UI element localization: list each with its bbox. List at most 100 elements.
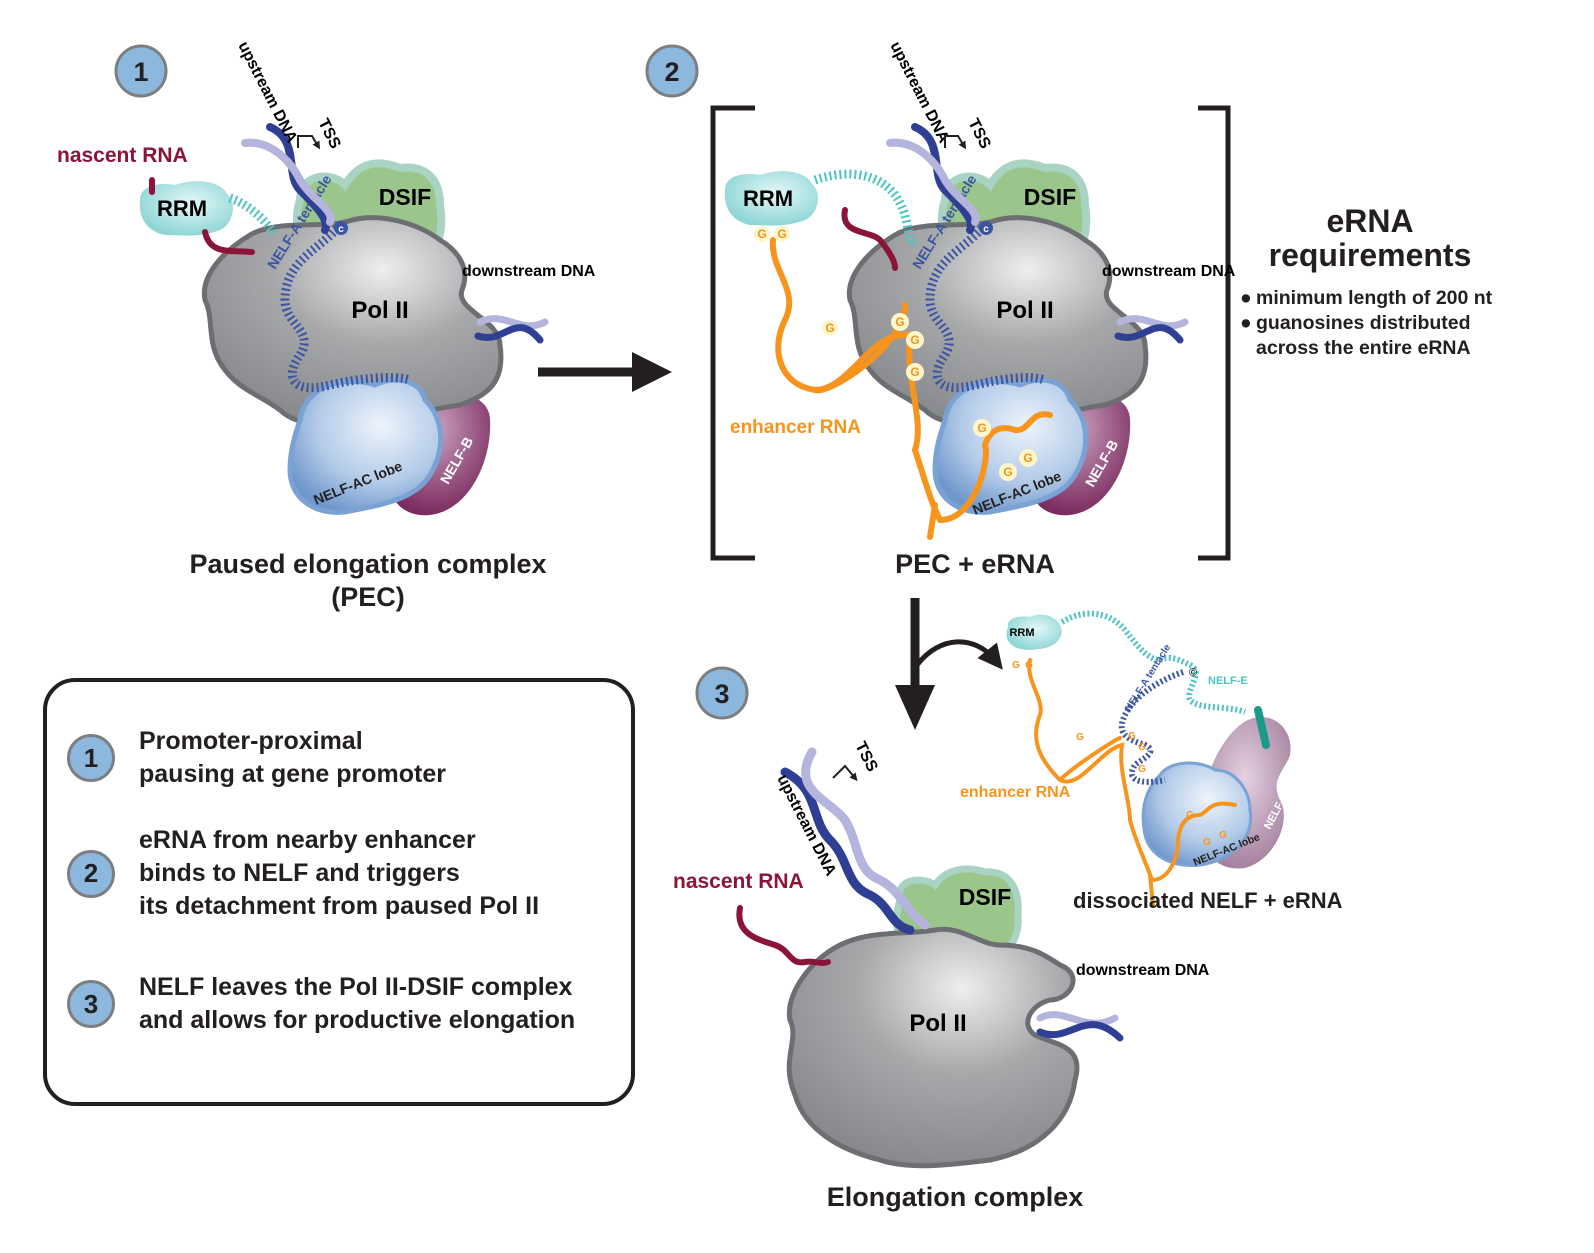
nelf-e-label: NELF-E xyxy=(1208,675,1248,687)
downstream-dna-label: downstream DNA xyxy=(1076,962,1210,979)
svg-text:G: G xyxy=(1128,731,1136,742)
svg-text:G: G xyxy=(1076,732,1084,743)
svg-text:G: G xyxy=(757,227,766,241)
enhancer-rna-strand xyxy=(1027,658,1237,907)
svg-text:G: G xyxy=(1025,660,1033,671)
dissociated-nelf-erna: NELF-B NELF-AC lobe RRM NELF-E © NELF-A … xyxy=(960,610,1292,907)
transition-arrow-2-to-3 xyxy=(895,598,1003,730)
svg-text:G: G xyxy=(1023,451,1032,465)
bullet-icon: ● xyxy=(1240,287,1252,309)
svg-text:G: G xyxy=(895,315,904,329)
legend-item-1: 1 Promoter-proximal pausing at gene prom… xyxy=(67,725,446,791)
step-badge: 3 xyxy=(67,980,115,1028)
downstream-dna-helix xyxy=(474,315,549,344)
erna-requirements-title: eRNA requirements xyxy=(1260,204,1480,272)
guanosine-marker xyxy=(891,313,909,331)
legend-line: Promoter-proximal xyxy=(139,727,363,755)
nelf-e-linker xyxy=(228,193,279,238)
step-badge: 2 xyxy=(67,849,115,898)
panel-1-paused-elongation-complex: 1 DSIF Pol II NELF-AC lobe NELF-B c NELF… xyxy=(57,39,596,516)
legend-line: pausing at gene promoter xyxy=(139,760,446,788)
guanosine-markers: G G G G G G G G G xyxy=(1012,660,1227,848)
requirement-text: minimum length of 200 nt xyxy=(1256,287,1493,309)
svg-text:c: c xyxy=(338,224,344,235)
svg-text:G: G xyxy=(1203,837,1211,848)
downstream-dna-helix xyxy=(1114,315,1189,344)
c-terminus-marker xyxy=(979,221,993,235)
nelf-e-linker xyxy=(813,169,919,249)
upstream-dna-helix xyxy=(780,747,930,935)
title-line: requirements xyxy=(1268,237,1472,273)
step-legend-box: 1 Promoter-proximal pausing at gene prom… xyxy=(43,678,635,1106)
tss-arrow: TSS xyxy=(944,116,994,152)
guanosine-markers: G G G G G G G G G xyxy=(754,226,1037,481)
enhancer-rna-label: enhancer RNA xyxy=(960,784,1071,801)
svg-text:G: G xyxy=(1186,810,1194,821)
caption-line: (PEC) xyxy=(331,582,405,612)
step-badge-2: 2 xyxy=(645,44,699,98)
transition-arrow-1-to-2 xyxy=(538,352,672,392)
pol2-label: Pol II xyxy=(909,1010,966,1037)
legend-line: and allows for productive elongation xyxy=(139,1006,576,1034)
dsif-label: DSIF xyxy=(959,884,1011,910)
rrm-label: RRM xyxy=(1009,627,1034,639)
requirement-item: ● guanosines distributed xyxy=(1240,311,1492,336)
svg-text:G: G xyxy=(1012,660,1020,671)
left-bracket xyxy=(710,105,755,561)
panel-3-elongation-complex: 3 DSIF Pol II nascent RNA upstream DNA T… xyxy=(673,666,1210,1169)
legend-item-2: 2 eRNA from nearby enhancer binds to NEL… xyxy=(67,824,539,923)
guanosine-marker xyxy=(822,320,838,336)
caption-elongation-complex: Elongation complex xyxy=(826,1182,1084,1212)
svg-text:c: c xyxy=(983,224,989,235)
panel-2-pec-plus-erna: 2 DSIF Pol II NELF-AC lobe NELF-B c NELF… xyxy=(645,39,1236,561)
c-terminus-marker xyxy=(334,221,348,235)
pol2-shape xyxy=(786,926,1080,1169)
pol2-label: Pol II xyxy=(351,297,408,324)
rrm-shape xyxy=(139,181,234,236)
requirement-item-continuation: across the entire eRNA xyxy=(1240,336,1492,361)
svg-text:2: 2 xyxy=(664,57,679,87)
legend-line: binds to NELF and triggers xyxy=(139,859,460,887)
legend-line: its detachment from paused Pol II xyxy=(139,892,540,920)
legend-line: eRNA from nearby enhancer xyxy=(139,826,476,854)
nascent-rna-strand xyxy=(736,905,831,966)
c-terminus-marker: © xyxy=(1189,667,1197,679)
tss-arrow: TSS xyxy=(297,116,344,152)
pol2-shape xyxy=(201,215,504,427)
guanosine-marker xyxy=(754,226,770,242)
rrm-shape xyxy=(724,171,819,226)
nascent-rna-strand xyxy=(841,207,898,271)
rrm-label: RRM xyxy=(157,196,207,221)
caption-line: Paused elongation complex xyxy=(189,549,547,579)
step-badge: 1 xyxy=(67,734,115,782)
caption-pec-erna: PEC + eRNA xyxy=(895,549,1055,579)
nelf-a-tentacle xyxy=(1118,669,1184,785)
legend-text: NELF leaves the Pol II-DSIF complex and … xyxy=(139,971,575,1037)
requirement-text: across the entire eRNA xyxy=(1256,337,1471,359)
nascent-rna-label: nascent RNA xyxy=(673,870,804,893)
nelf-e-linker xyxy=(1060,610,1246,715)
requirement-item: ● minimum length of 200 nt xyxy=(1240,286,1492,311)
nelf-a-tentacle-label: NELF-A tentacle xyxy=(1123,642,1173,713)
svg-text:G: G xyxy=(825,321,834,335)
guanosine-marker xyxy=(906,363,924,381)
svg-text:G: G xyxy=(910,365,919,379)
requirement-text: guanosines distributed xyxy=(1256,312,1471,334)
legend-text: Promoter-proximal pausing at gene promot… xyxy=(139,725,446,791)
svg-text:G: G xyxy=(1138,742,1146,753)
upstream-dna-helix xyxy=(886,123,980,234)
rrm-label: RRM xyxy=(743,186,793,211)
svg-text:G: G xyxy=(1003,465,1012,479)
downstream-dna-label: downstream DNA xyxy=(1102,263,1236,280)
svg-text:G: G xyxy=(910,333,919,347)
guanosine-marker xyxy=(999,463,1017,481)
downstream-dna-helix xyxy=(1036,1011,1124,1042)
tss-arrow: TSS xyxy=(832,739,881,782)
guanosine-marker xyxy=(906,331,924,349)
dsif-label: DSIF xyxy=(379,184,431,210)
svg-text:3: 3 xyxy=(714,679,729,709)
title-line: eRNA xyxy=(1326,203,1414,239)
erna-requirements-list: ● minimum length of 200 nt ● guanosines … xyxy=(1240,286,1492,361)
svg-text:TSS: TSS xyxy=(964,116,993,152)
